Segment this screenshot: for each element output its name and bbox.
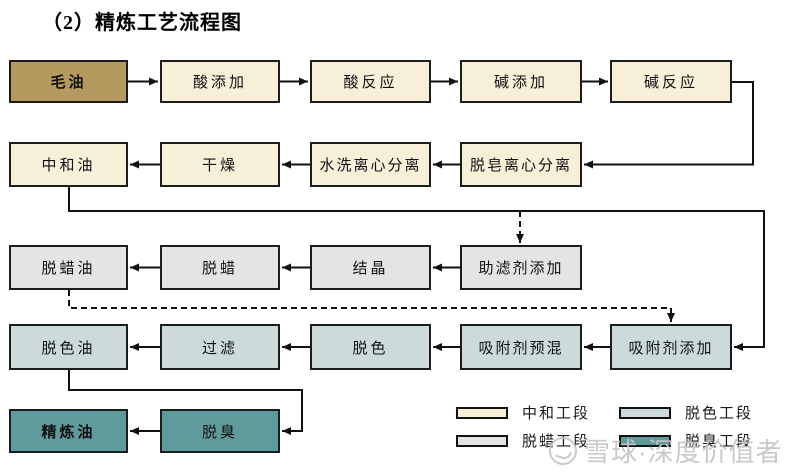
- node-filter-aid-addition: 助滤剂添加: [460, 245, 582, 290]
- legend-swatch-deodorization: [619, 434, 671, 447]
- node-water-wash-separation: 水洗离心分离: [310, 142, 431, 187]
- node-refined-oil: 精炼油: [9, 409, 128, 453]
- legend-label-deodorization: 脱臭工段: [685, 433, 754, 450]
- node-soap-removal-separation: 脱皂离心分离: [460, 142, 582, 187]
- watermark: 雪球·深度价值者: [549, 432, 783, 469]
- node-drying: 干燥: [160, 142, 280, 187]
- node-adsorbent-premix: 吸附剂预混: [460, 324, 582, 370]
- node-crystallization: 结晶: [310, 245, 431, 290]
- legend-item-neutralization: 中和工段: [456, 402, 590, 423]
- node-alkali-reaction: 碱反应: [610, 60, 732, 103]
- node-filtration: 过滤: [160, 324, 280, 370]
- legend-swatch-dewaxing: [456, 434, 508, 447]
- node-alkali-addition: 碱添加: [460, 60, 582, 103]
- node-neutralized-oil: 中和油: [9, 142, 128, 187]
- node-deodorization: 脱臭: [160, 409, 280, 453]
- node-dewaxed-oil: 脱蜡油: [9, 245, 128, 290]
- node-acid-addition: 酸添加: [160, 60, 280, 103]
- node-crude-oil: 毛油: [9, 60, 128, 103]
- node-decolorization: 脱色: [310, 324, 431, 370]
- watermark-text: 雪球·深度价值者: [584, 437, 783, 467]
- node-acid-reaction: 酸反应: [310, 60, 431, 103]
- page-title: （2）精炼工艺流程图: [42, 12, 242, 34]
- legend-item-decolorization: 脱色工段: [619, 402, 753, 423]
- node-dewaxing: 脱蜡: [160, 245, 280, 290]
- legend-label-decolorization: 脱色工段: [685, 405, 754, 422]
- legend-label-neutralization: 中和工段: [522, 405, 591, 422]
- legend-swatch-decolorization: [619, 406, 671, 419]
- node-decolorized-oil: 脱色油: [9, 324, 128, 370]
- node-adsorbent-addition: 吸附剂添加: [610, 324, 732, 370]
- legend-swatch-neutralization: [456, 406, 508, 419]
- legend-item-deodorization: 脱臭工段: [619, 430, 753, 451]
- xueqiu-logo-icon: [549, 436, 577, 465]
